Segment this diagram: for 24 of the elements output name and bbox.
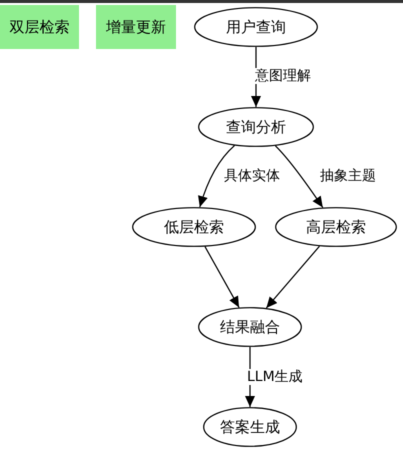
tag-box [0,5,79,49]
process-ellipse [203,407,297,447]
edge-label: 意图理解 [254,68,312,84]
node-label: 答案生成 [220,418,280,436]
process-ellipse [198,107,314,147]
node-label: 低层检索 [164,218,224,236]
node-label: 结果融合 [220,318,280,336]
node-label: 增量更新 [106,18,166,36]
edge-label: LLM生成 [246,369,304,385]
arrow [274,145,324,208]
node-label: 高层检索 [306,218,366,236]
edge-label: 具体实体 [223,168,281,184]
process-ellipse [198,307,302,347]
arrow [204,246,240,308]
node-label: 用户查询 [226,18,286,36]
edge-label: 抽象主题 [319,168,377,184]
tag-box [96,5,176,49]
arrow [266,246,320,308]
node-label: 查询分析 [226,118,286,136]
node-label: 双层检索 [10,18,70,36]
process-ellipse [194,7,318,47]
process-ellipse [132,207,256,247]
process-ellipse [275,207,397,247]
arrow [198,145,235,208]
